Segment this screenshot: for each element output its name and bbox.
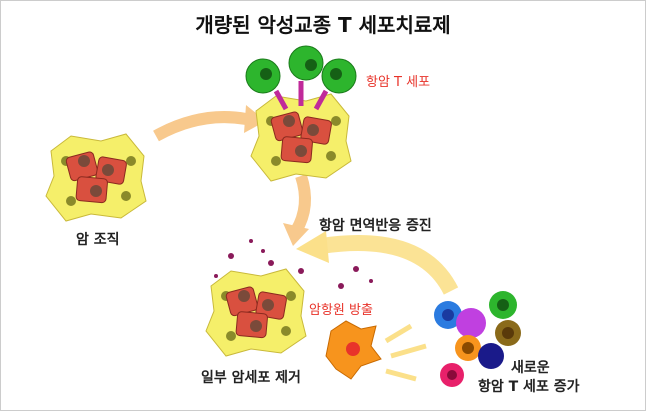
label-antigen-release: 암항원 방출: [309, 303, 373, 318]
label-immune-boost: 항암 면역반응 증진: [319, 218, 432, 234]
arrow-down: [290, 174, 311, 235]
treated-tumor: [250, 93, 352, 182]
new-t-cells: [434, 291, 521, 387]
reduced-tumor: [205, 268, 307, 357]
arrow-immune-boost: [319, 235, 459, 295]
label-new-t-cells-2: 항암 T 세포 증가: [478, 379, 580, 395]
label-new-t-cells-1: 새로운: [511, 360, 550, 376]
label-partial-removal: 일부 암세포 제거: [201, 370, 301, 386]
cancer-tissue: [45, 133, 147, 222]
diagram-title: 개량된 악성교종 T 세포치료제: [195, 13, 451, 37]
label-cancer-tissue: 암 조직: [76, 232, 120, 248]
t-cells: [245, 45, 357, 111]
antigen-debris: [214, 239, 373, 289]
label-anticancer-t-cell: 항암 T 세포: [366, 75, 431, 90]
arrow-to-treatment: [153, 111, 248, 142]
